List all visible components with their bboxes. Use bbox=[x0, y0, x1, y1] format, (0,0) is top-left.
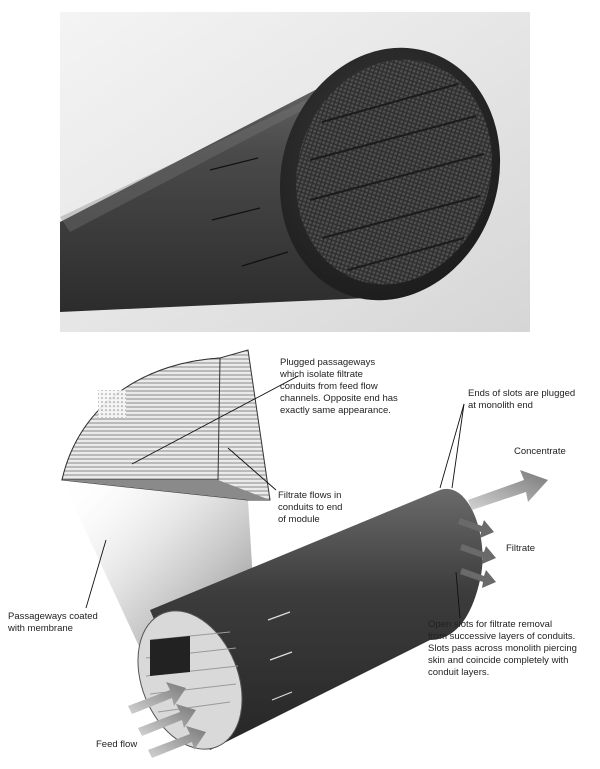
module-diagram-graphic bbox=[61, 349, 548, 758]
tube-slot-ticks bbox=[267, 611, 293, 701]
slot-mark bbox=[209, 157, 259, 171]
cutaway-notch bbox=[150, 636, 190, 676]
enlarged-block bbox=[61, 349, 271, 501]
feed-flow-arrows bbox=[128, 682, 206, 758]
slot-mark bbox=[211, 207, 261, 221]
label-filtrate-flows: Filtrate flows in conduits to end of mod… bbox=[278, 490, 343, 525]
label-ends-of-slots: Ends of slots are plugged at monolith en… bbox=[468, 388, 576, 411]
filtrate-arrows bbox=[458, 518, 496, 588]
label-passageways-coated: Passageways coated with membrane bbox=[8, 611, 98, 634]
label-concentrate: Concentrate bbox=[514, 446, 566, 457]
module-diagram bbox=[0, 340, 600, 764]
leader-lines bbox=[85, 375, 465, 619]
concentrate-arrow bbox=[468, 470, 548, 510]
face-slot-lines bbox=[309, 83, 485, 271]
label-filtrate: Filtrate bbox=[506, 543, 536, 554]
slot-mark bbox=[241, 251, 289, 267]
label-open-slots: Open slots for filtrate removal from suc… bbox=[428, 619, 577, 678]
label-plugged-passageways: Plugged passageways which isolate filtra… bbox=[280, 357, 398, 416]
body-highlight bbox=[60, 80, 360, 232]
label-feed-flow: Feed flow bbox=[96, 739, 138, 750]
monolith-photo-graphic bbox=[60, 12, 530, 332]
monolith-photo bbox=[60, 12, 530, 332]
